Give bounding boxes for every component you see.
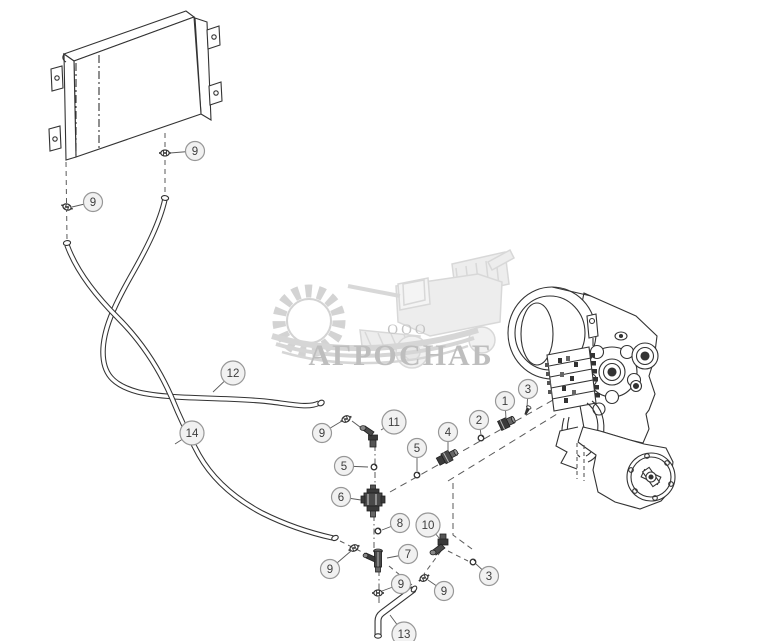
cooler-tab [208, 81, 223, 106]
callout-number: 10 [422, 520, 435, 532]
callout-number: 7 [405, 549, 411, 561]
callout-6: 6 [330, 486, 362, 508]
callout-number: 8 [397, 518, 403, 530]
callout-circle [468, 409, 490, 431]
callout-10: 10 [415, 512, 441, 540]
callout-circle [82, 191, 104, 213]
part-nut-9 [158, 149, 172, 157]
callout-3: 3 [475, 563, 500, 587]
callout-11: 11 [380, 409, 407, 435]
part-tube-13 [374, 585, 418, 639]
callout-circle [220, 360, 246, 386]
part-clip-5 [370, 463, 378, 471]
callout-9: 9 [311, 420, 343, 444]
callout-3: 3 [517, 378, 539, 409]
watermark-swoosh [271, 327, 479, 365]
watermark-company-name: АГРОСНАБ [308, 339, 493, 372]
callout-circle [390, 573, 412, 595]
cooler-tab [48, 125, 62, 152]
part-tee-7 [362, 548, 383, 573]
callout-circle [494, 390, 516, 412]
part-nut-9 [346, 541, 362, 555]
part-valve-6 [360, 484, 386, 518]
callout-number: 13 [398, 629, 411, 641]
part-clip-5 [413, 471, 421, 479]
cooler-tab [206, 25, 221, 50]
callout-number: 1 [502, 396, 508, 408]
callout-8: 8 [381, 512, 411, 534]
callout-circle [433, 580, 455, 602]
callout-9: 9 [169, 140, 206, 162]
callout-9: 9 [427, 579, 455, 602]
callout-4: 4 [437, 421, 459, 452]
part-elbow-11 [359, 425, 378, 448]
callout-number: 5 [414, 443, 420, 455]
callout-circle [179, 420, 205, 446]
part-hose-12 [100, 195, 325, 409]
part-clip-2 [477, 434, 485, 442]
callout-number: 4 [445, 427, 452, 439]
callout-number: 9 [327, 564, 333, 576]
callout-9: 9 [71, 191, 104, 213]
callout-1: 1 [494, 390, 516, 420]
callout-13: 13 [389, 614, 417, 641]
callout-circle [389, 512, 411, 534]
callout-5: 5 [406, 437, 428, 471]
callout-circle [319, 558, 341, 580]
callout-number: 12 [227, 368, 240, 380]
callout-7: 7 [386, 543, 419, 565]
callout-number: 11 [388, 417, 400, 429]
callout-9: 9 [381, 573, 412, 595]
callout-2: 2 [468, 409, 490, 436]
callout-circle [478, 565, 500, 587]
part-nut-9 [59, 201, 75, 213]
callout-5: 5 [333, 455, 369, 477]
part-hose-14 [62, 240, 339, 542]
part-clip-8 [374, 527, 382, 535]
callout-12: 12 [212, 360, 246, 393]
part-clip-3 [469, 558, 477, 566]
part-nut-9 [416, 571, 432, 585]
part-plug-1 [497, 415, 516, 432]
callout-circle [184, 140, 206, 162]
watermark: ООО АГРОСНАБ [271, 248, 515, 372]
part-fitting-4 [435, 449, 459, 466]
callout-circle [397, 543, 419, 565]
transmission-assembly [507, 286, 676, 510]
callout-9: 9 [319, 550, 352, 580]
callout-number: 9 [441, 586, 447, 598]
callout-number: 9 [192, 146, 198, 158]
callout-circle [517, 378, 539, 400]
callout-circle [437, 421, 459, 443]
watermark-org-form: ООО [387, 322, 429, 338]
part-nut-9 [338, 412, 354, 426]
callout-number: 9 [319, 428, 325, 440]
fasteners-and-fittings [59, 149, 532, 597]
callout-number: 9 [398, 579, 404, 591]
callout-number: 6 [338, 492, 344, 504]
callout-circle [311, 422, 333, 444]
callout-number: 14 [186, 428, 199, 440]
part-screw-3 [524, 405, 532, 416]
callout-number: 3 [525, 384, 531, 396]
callout-circle [330, 486, 352, 508]
callout-circle [415, 512, 441, 538]
callout-circle [391, 621, 417, 641]
cooler-front-face [73, 16, 202, 158]
callout-14: 14 [174, 420, 205, 446]
callout-number: 9 [90, 197, 96, 209]
cooler-left-face [63, 52, 77, 161]
part-elbow-10 [429, 533, 449, 556]
cooler-tab [50, 65, 64, 92]
callout-number: 3 [486, 571, 492, 583]
callout-number: 2 [476, 415, 482, 427]
callout-circle [406, 437, 428, 459]
callout-circle [381, 409, 407, 435]
part-oil-cooler [48, 10, 223, 161]
callout-circle [333, 455, 355, 477]
callout-number: 5 [341, 461, 347, 473]
